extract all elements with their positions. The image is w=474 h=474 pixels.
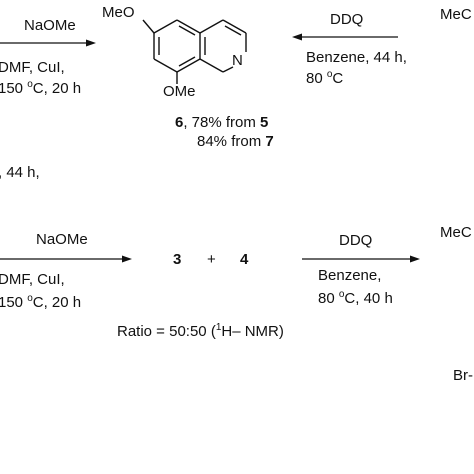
bottom-right-reaction-arrow bbox=[302, 255, 420, 263]
top-right-reagent: DDQ bbox=[330, 11, 364, 28]
quinoline-structure bbox=[142, 19, 247, 84]
ring-nitrogen-label: N bbox=[232, 52, 243, 69]
compound-4-label: 4 bbox=[240, 251, 249, 268]
bottom-right-cut-text: MeC bbox=[440, 224, 472, 241]
bottom-right-reagent: DDQ bbox=[339, 232, 373, 249]
compound-6-yield-line: 6, 78% from 5 bbox=[175, 114, 269, 131]
top-left-conditions-2: 150 oC, 20 h bbox=[0, 79, 82, 97]
top-right-cut-text: MeC bbox=[440, 6, 472, 23]
isomer-ratio-text: Ratio = 50:50 (1H– NMR) bbox=[117, 322, 284, 340]
bottom-left-conditions-1: DMF, CuI, bbox=[0, 271, 65, 288]
methoxy-top-label: MeO bbox=[102, 4, 135, 21]
top-right-reaction-arrow bbox=[292, 33, 398, 41]
top-left-reagent: NaOMe bbox=[24, 17, 76, 34]
bottom-right-conditions-1: Benzene, bbox=[318, 267, 382, 284]
top-left-conditions-1: DMF, CuI, bbox=[0, 59, 65, 76]
top-right-conditions-1: Benzene, 44 h, bbox=[306, 49, 407, 66]
bottom-left-reagent: NaOMe bbox=[36, 231, 88, 248]
top-left-cut-text: , 44 h, bbox=[0, 164, 40, 181]
bottom-right-conditions-2: 80 oC, 40 h bbox=[318, 289, 393, 307]
plus-sign: + bbox=[207, 251, 216, 268]
methoxy-bottom-label: OMe bbox=[163, 83, 196, 100]
top-right-conditions-2: 80 oC bbox=[306, 69, 344, 87]
compound-7-yield-line: 84% from 7 bbox=[197, 133, 274, 150]
bromo-cut-text: Br- bbox=[453, 367, 473, 384]
compound-3-label: 3 bbox=[173, 251, 182, 268]
bottom-left-reaction-arrow bbox=[0, 255, 132, 263]
top-left-reaction-arrow bbox=[0, 39, 96, 47]
bottom-left-conditions-2: 150 oC, 20 h bbox=[0, 293, 82, 311]
